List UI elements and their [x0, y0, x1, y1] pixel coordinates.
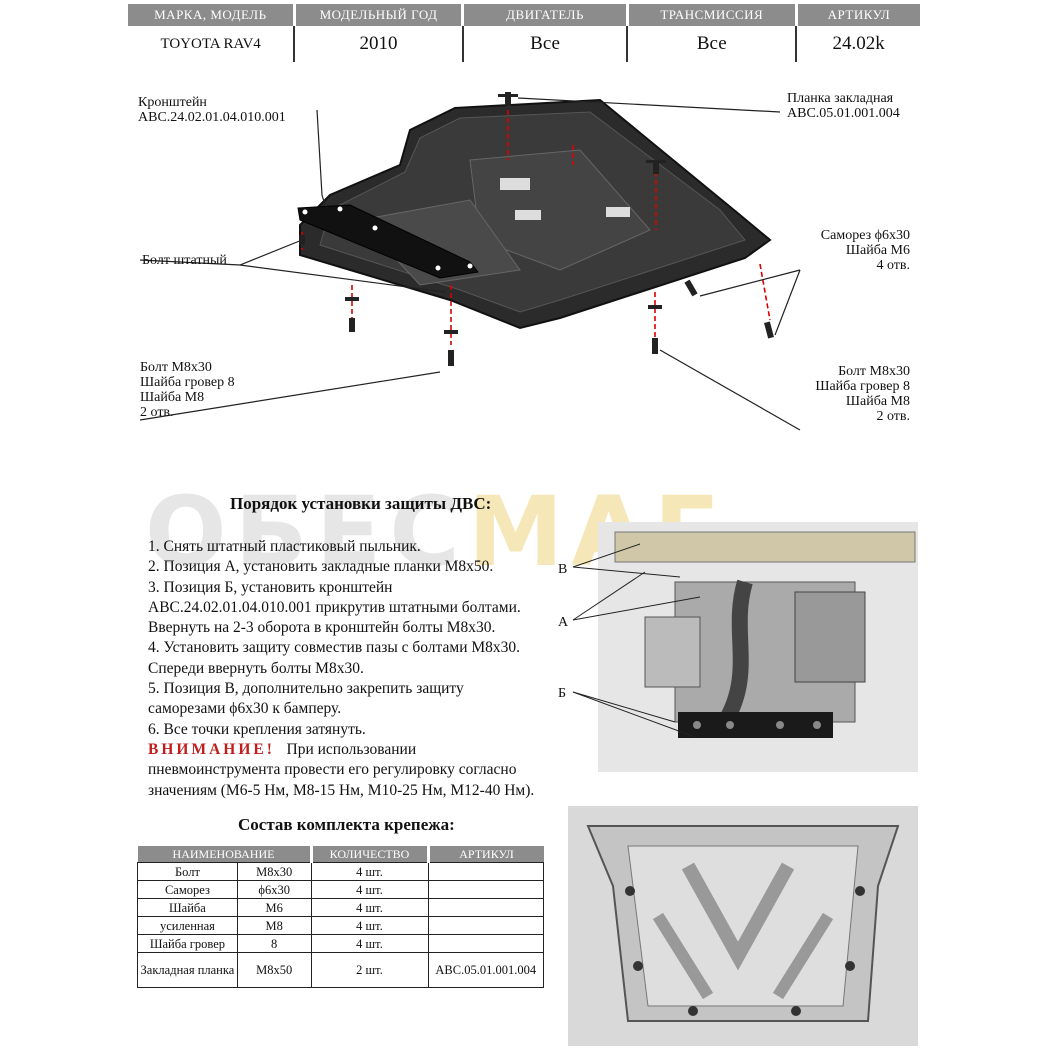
- callout-plank-code: ABC.05.01.001.004: [787, 106, 900, 121]
- warning-text-line: пневмоинструмента провести его регулиров…: [148, 761, 517, 779]
- kit-cell-article: ABC.05.01.001.004: [427, 952, 544, 988]
- kit-cell-article: [427, 898, 544, 917]
- kit-cell-size: ϕ6х30: [236, 880, 312, 899]
- kit-cell-name: Болт: [137, 862, 238, 881]
- install-step: 4. Установить защиту совместив пазы с бо…: [148, 639, 521, 657]
- table-row: усиленная М8 4 шт.: [137, 916, 544, 935]
- callout-bolt-left-line4: 2 отв.: [140, 405, 174, 420]
- header-col-year: МОДЕЛЬНЫЙ ГОД: [294, 4, 465, 26]
- kit-cell-article: [427, 916, 544, 935]
- callout-bracket-title: Кронштейн: [138, 95, 207, 110]
- photo-label-v: В: [558, 562, 568, 577]
- table-row: Закладная планка М8х50 2 шт. ABC.05.01.0…: [137, 952, 544, 988]
- callout-bracket: Кронштейн ABC.24.02.01.04.010.001: [138, 95, 286, 125]
- callout-bolt-left-line1: Болт М8х30: [140, 360, 212, 375]
- callout-bolt-right: Болт М8х30 Шайба гровер 8 Шайба М8 2 отв…: [795, 364, 910, 424]
- header-article-value: 24.02k: [832, 33, 885, 54]
- header-col-make: МАРКА, МОДЕЛЬ: [128, 4, 296, 26]
- product-header-table: МАРКА, МОДЕЛЬ МОДЕЛЬНЫЙ ГОД ДВИГАТЕЛЬ ТР…: [128, 4, 920, 62]
- kit-cell-name: Закладная планка: [137, 952, 238, 988]
- callout-screw: Саморез ϕ6х30 Шайба М6 4 отв.: [795, 228, 910, 273]
- table-row: Саморез ϕ6х30 4 шт.: [137, 880, 544, 899]
- install-step: 2. Позиция А, установить закладные планк…: [148, 558, 494, 576]
- install-step: Спереди ввернуть болты М8х30.: [148, 659, 364, 677]
- kit-cell-name: усиленная: [137, 916, 238, 935]
- callout-bracket-code: ABC.24.02.01.04.010.001: [138, 110, 286, 125]
- engine-bay-photo: [572, 522, 918, 772]
- skid-plate-exploded-drawing: [139, 92, 801, 431]
- photo-label-a: А: [558, 615, 569, 630]
- header-transmission-value: Все: [627, 26, 798, 62]
- callout-bolt-right-line4: 2 отв.: [876, 409, 910, 424]
- kit-title: Состав комплекта крепежа:: [238, 815, 455, 834]
- warning-text: При использовании: [286, 740, 417, 758]
- header-make-value: TOYOTA RAV4: [128, 26, 296, 62]
- kit-col-name: НАИМЕНОВАНИЕ: [137, 846, 313, 863]
- install-title: Порядок установки защиты ДВС:: [230, 494, 492, 513]
- callout-plank: Планка закладная ABC.05.01.001.004: [787, 91, 900, 121]
- kit-cell-article: [427, 880, 544, 899]
- install-step: Ввернуть на 2-3 оборота в кронштейн болт…: [148, 619, 496, 637]
- callout-bolt-right-line2: Шайба гровер 8: [815, 379, 910, 394]
- install-steps: 1. Снять штатный пластиковый пыльник. 2.…: [148, 537, 588, 801]
- warning-label: ВНИМАНИЕ!: [148, 740, 275, 758]
- table-row: Болт М8х30 4 шт.: [137, 862, 544, 881]
- bracket-bar: [297, 204, 479, 279]
- kit-col-qty: КОЛИЧЕСТВО: [311, 846, 430, 863]
- install-step: 6. Все точки крепления затянуть.: [148, 720, 366, 738]
- kit-cell-size: 8: [236, 934, 312, 953]
- kit-cell-size: М8х50: [236, 952, 312, 988]
- warning-text-line: значениям (М6-5 Нм, М8-15 Нм, М10-25 Нм,…: [148, 781, 535, 799]
- kit-col-article: АРТИКУЛ: [428, 846, 544, 863]
- fasteners-group: [299, 92, 774, 366]
- table-row: Шайба гровер 8 4 шт.: [137, 934, 544, 953]
- kit-cell-qty: 4 шт.: [310, 880, 429, 899]
- install-step: 3. Позиция Б, установить кронштейн: [148, 578, 393, 596]
- callout-plank-title: Планка закладная: [787, 91, 894, 106]
- callout-screw-line2: Шайба М6: [845, 243, 910, 258]
- kit-cell-name: Шайба: [137, 898, 238, 917]
- kit-cell-size: М6: [236, 898, 312, 917]
- installed-plate-photo: [568, 806, 918, 1046]
- table-row: Шайба М6 4 шт.: [137, 898, 544, 917]
- kit-cell-qty: 4 шт.: [310, 862, 429, 881]
- header-col-transmission: ТРАНСМИССИЯ: [627, 4, 798, 26]
- callout-bolt-right-line3: Шайба М8: [845, 394, 910, 409]
- kit-cell-size: М8х30: [236, 862, 312, 881]
- header-col-engine: ДВИГАТЕЛЬ: [462, 4, 629, 26]
- kit-cell-qty: 4 шт.: [310, 916, 429, 935]
- header-col-article: АРТИКУЛ: [796, 4, 920, 26]
- callout-screw-line1: Саморез ϕ6х30: [820, 228, 910, 243]
- kit-cell-qty: 4 шт.: [310, 934, 429, 953]
- warning-line: ВНИМАНИЕ! При использовании: [148, 740, 588, 760]
- kit-cell-name: Шайба гровер: [137, 934, 238, 953]
- callout-bolt-left: Болт М8х30 Шайба гровер 8 Шайба М8 2 отв…: [140, 360, 235, 420]
- install-step: ABC.24.02.01.04.010.001 прикрутив штатны…: [148, 598, 521, 616]
- photo-label-b: Б: [558, 686, 567, 701]
- kit-cell-qty: 2 шт.: [310, 952, 429, 988]
- header-year-value: 2010: [294, 26, 464, 62]
- kit-cell-name: Саморез: [137, 880, 238, 899]
- install-step: 1. Снять штатный пластиковый пыльник.: [148, 538, 421, 555]
- callout-bolt-right-line1: Болт М8х30: [838, 364, 910, 379]
- kit-table: НАИМЕНОВАНИЕ КОЛИЧЕСТВО АРТИКУЛ Болт М8х…: [137, 846, 544, 988]
- kit-cell-size: М8: [236, 916, 312, 935]
- install-step: 5. Позиция В, дополнительно закрепить за…: [148, 680, 464, 698]
- kit-cell-article: [427, 862, 544, 881]
- kit-cell-qty: 4 шт.: [310, 898, 429, 917]
- watermark-part1: ОБЕС: [145, 476, 468, 588]
- callout-bolt-left-line2: Шайба гровер 8: [140, 375, 235, 390]
- callout-screw-line3: 4 отв.: [876, 258, 910, 273]
- kit-cell-article: [427, 934, 544, 953]
- callout-bolt-left-line3: Шайба М8: [140, 390, 205, 405]
- header-engine-value: Все: [462, 26, 629, 62]
- callout-stock-bolt: Болт штатный: [142, 253, 227, 268]
- install-step: саморезами ϕ6х30 к бамперу.: [148, 700, 342, 718]
